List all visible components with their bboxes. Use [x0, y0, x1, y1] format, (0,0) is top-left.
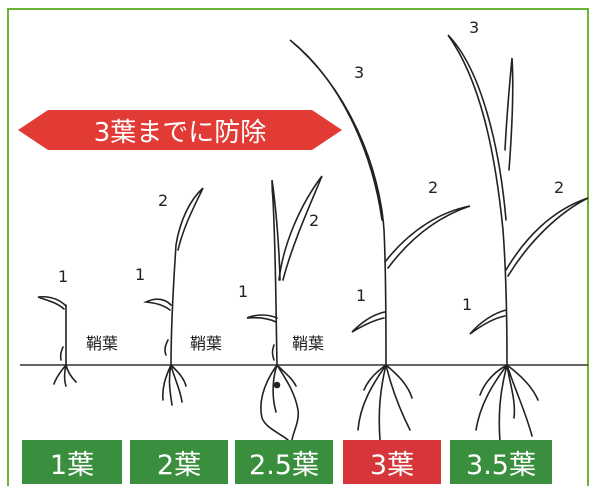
- plant-1leaf: [37, 295, 77, 387]
- plant-3-5leaf: [447, 34, 589, 443]
- plant-4-leaf-2-label: 2: [428, 178, 438, 197]
- plant-5-leaf-2-label: 2: [554, 178, 564, 197]
- plant-1-leaf-1-label: 1: [58, 267, 68, 286]
- stage-3-5leaf: 3.5葉: [450, 440, 552, 484]
- control-banner-text: 3葉までに防除: [93, 117, 267, 148]
- stage-3leaf: 3葉: [343, 440, 441, 484]
- plant-2leaf: [143, 187, 204, 406]
- plant-2-5leaf: [246, 175, 323, 447]
- plant-4-leaf-1-label: 1: [356, 286, 366, 305]
- control-banner-arrow: [18, 110, 342, 150]
- stage-2leaf: 2葉: [130, 440, 228, 484]
- sheath-label-2: 鞘葉: [190, 334, 222, 353]
- stage-1leaf: 1葉: [22, 440, 122, 484]
- plant-4-leaf-3-label: 3: [354, 63, 364, 82]
- sheath-label-3: 鞘葉: [292, 334, 324, 353]
- stage-2-5leaf: 2.5葉: [235, 440, 333, 484]
- plant-5-leaf-1-label: 1: [462, 295, 472, 314]
- plant-2-leaf-2-label: 2: [158, 191, 168, 210]
- plant-3-leaf-2-label: 2: [309, 211, 319, 230]
- plant-5-leaf-3-label: 3: [469, 18, 479, 37]
- plant-2-leaf-1-label: 1: [135, 265, 145, 284]
- sheath-label-1: 鞘葉: [86, 334, 118, 353]
- plant-3-leaf-1-label: 1: [238, 282, 248, 301]
- plant-3leaf: [289, 39, 471, 441]
